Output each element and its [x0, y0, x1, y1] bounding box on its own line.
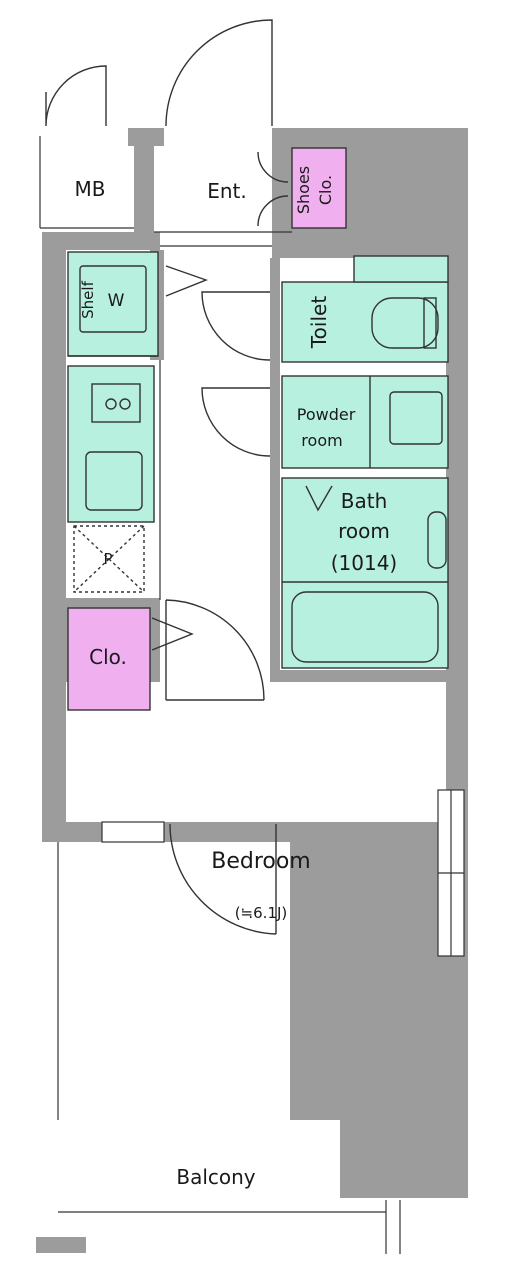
label-bedroom: Bedroom	[211, 849, 311, 874]
label-shoes-2: Clo.	[316, 175, 335, 205]
powder-sink	[389, 391, 443, 445]
door-shoes-2	[257, 195, 289, 227]
label-closet: Clo.	[89, 645, 127, 669]
label-bath-2: room	[338, 519, 390, 543]
label-bedroom-size: (≒6.1J)	[235, 904, 288, 922]
burner-left	[105, 398, 117, 410]
shoes-closet	[291, 147, 347, 229]
burner-right	[119, 398, 131, 410]
windows	[101, 789, 465, 957]
bedroom-floor-main	[66, 682, 446, 818]
bathtub	[291, 591, 439, 663]
bath-faucet	[427, 511, 447, 569]
balcony-window	[101, 821, 165, 843]
label-pantry: P	[103, 550, 112, 568]
label-powder-1: Powder	[297, 405, 356, 424]
wall-entrance-top	[128, 128, 164, 146]
label-balcony: Balcony	[176, 1165, 255, 1189]
label-bath-3: (1014)	[331, 551, 398, 575]
wall-left	[42, 232, 66, 842]
label-toilet: Toilet	[307, 296, 331, 349]
doors	[45, 19, 289, 935]
closet	[67, 607, 151, 711]
label-shoes-1: Shoes	[294, 166, 313, 214]
door-balcony	[169, 823, 277, 935]
wall-core-bottom	[270, 670, 450, 682]
labels: MB Ent. Shoes Clo. Shelf W Toilet Powder…	[75, 166, 398, 1189]
wall-entrance-left	[134, 128, 154, 232]
door-powder	[201, 387, 271, 457]
washer-pan	[79, 265, 147, 333]
wall-mid-core	[270, 258, 280, 678]
sink	[85, 451, 143, 511]
pantry-box	[73, 525, 145, 593]
interior-lines	[39, 136, 401, 1254]
stove	[91, 383, 141, 423]
door-bedroom	[165, 599, 265, 701]
door-mb	[45, 65, 107, 127]
label-mb: MB	[75, 177, 106, 201]
washer-area	[67, 251, 159, 357]
pantry-diag-2	[73, 525, 145, 593]
bath-room	[281, 477, 449, 669]
label-bath-1: Bath	[341, 489, 388, 513]
bath-door-mark	[305, 485, 333, 512]
label-powder-2: room	[301, 431, 342, 450]
wall-bottom-right-mass	[290, 710, 468, 1198]
door-toilet	[201, 291, 271, 361]
wall-balcony-rail	[36, 1237, 86, 1253]
label-entrance: Ent.	[207, 179, 247, 203]
toilet-room	[281, 281, 449, 363]
door-entrance	[165, 19, 273, 127]
wall-bottom	[42, 820, 312, 842]
toilet-tank-strip	[353, 255, 449, 283]
wet-areas	[67, 251, 449, 669]
toilet-tank	[423, 297, 437, 349]
toilet-bowl	[371, 297, 439, 349]
door-shoes-1	[257, 151, 289, 183]
washer-door-mark	[165, 265, 208, 297]
kitchen-counter	[67, 365, 155, 523]
wall-right	[446, 128, 468, 848]
label-shelf: Shelf	[79, 280, 97, 318]
wall-top-left	[42, 232, 160, 250]
label-washer: W	[108, 291, 125, 311]
